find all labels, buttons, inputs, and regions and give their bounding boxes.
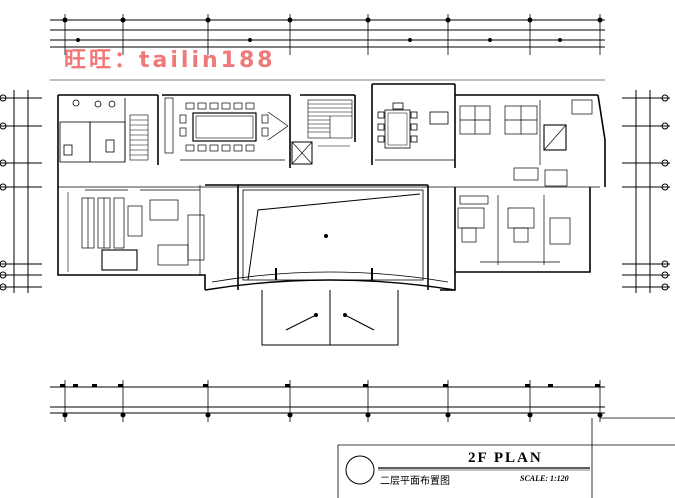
- entrance-canopy: [261, 290, 399, 346]
- right-wing: [440, 187, 591, 291]
- left-wing: [57, 185, 206, 290]
- title-block-frame: [337, 417, 675, 498]
- central-atrium: [204, 184, 456, 291]
- office-workstations: [459, 99, 593, 187]
- right-axis-markers: [622, 90, 670, 293]
- small-meeting-room: [375, 102, 455, 161]
- watermark-text: 旺旺：tailin188: [64, 48, 276, 73]
- core-stair-elevator: [291, 99, 353, 165]
- scale-label: SCALE: 1:120: [520, 474, 569, 483]
- left-axis-markers: [0, 90, 42, 293]
- bottom-dimension-lines: [50, 380, 605, 422]
- chinese-plan-title: 二层平面布置图: [380, 476, 450, 487]
- conference-room: [164, 97, 289, 161]
- top-dimension-lines: [50, 14, 605, 81]
- plan-title: 2F PLAN: [468, 450, 543, 466]
- left-stair: [129, 114, 149, 161]
- restroom-area: [59, 98, 126, 163]
- upper-block-walls: [57, 83, 606, 188]
- title-bubble-icon: [345, 455, 375, 485]
